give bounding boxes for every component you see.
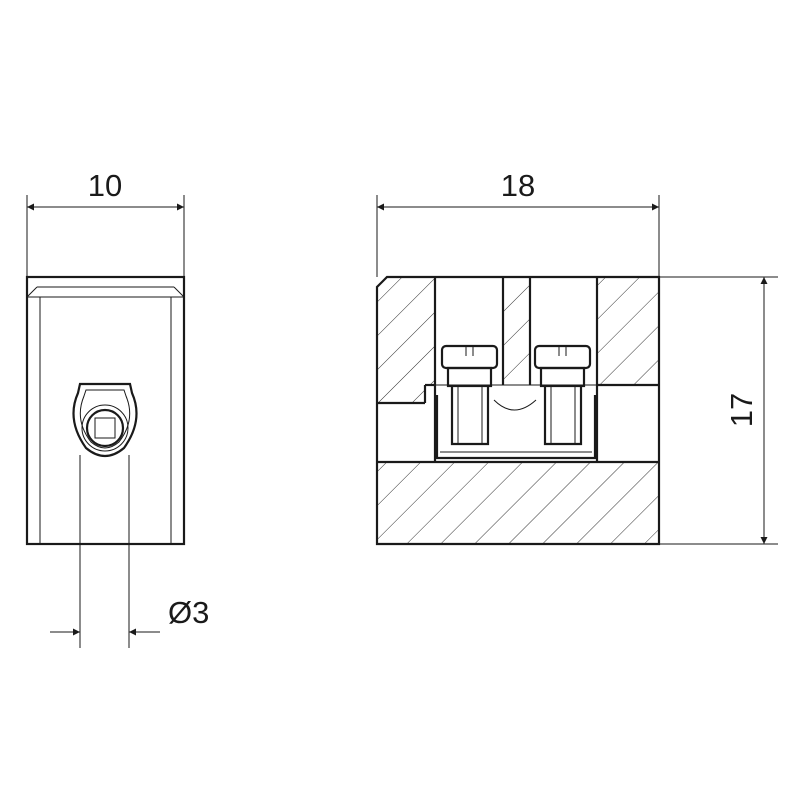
hatch-base xyxy=(377,462,659,544)
section-view xyxy=(375,275,661,546)
dimension-front-width: 10 xyxy=(26,168,185,277)
left-screw xyxy=(440,344,499,446)
dimension-front-width-label: 10 xyxy=(88,168,122,203)
hatch-center-block xyxy=(503,277,530,385)
section-view-outline xyxy=(375,275,661,546)
front-view xyxy=(25,275,186,648)
dimension-hole-diameter: Ø3 xyxy=(50,595,209,636)
clamp-channel xyxy=(435,395,597,460)
screw-hole xyxy=(72,382,138,458)
dimension-side-width-label: 18 xyxy=(501,168,535,203)
dimension-side-width: 18 xyxy=(376,168,660,277)
front-view-outline xyxy=(25,275,186,546)
hatch-left-block xyxy=(377,277,435,403)
dimension-height: 17 xyxy=(659,276,778,545)
dimension-hole-diameter-label: Ø3 xyxy=(168,595,209,630)
dimension-height-label: 17 xyxy=(724,393,759,427)
hatch-right-block xyxy=(597,277,659,385)
right-screw xyxy=(533,344,592,446)
